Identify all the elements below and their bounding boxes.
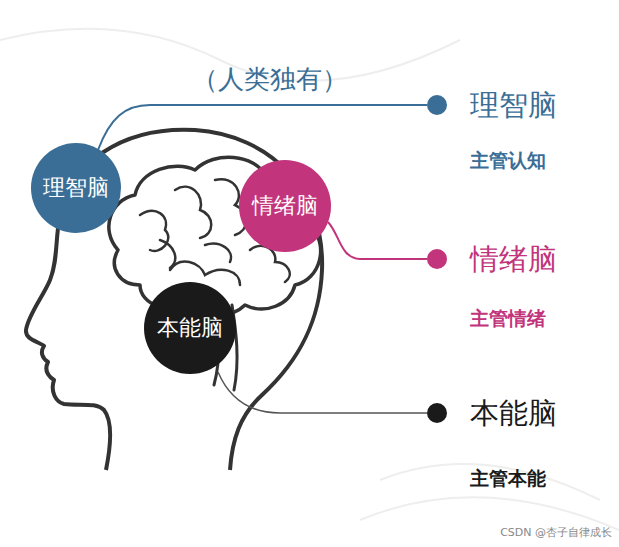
brain-label: 情绪脑	[470, 242, 557, 277]
brain-fold	[160, 240, 175, 268]
brain-label: 主管认知	[470, 149, 546, 172]
leader-dot	[427, 403, 447, 423]
leader-line	[328, 222, 427, 259]
leader-dot	[427, 95, 447, 115]
leader-line	[218, 372, 427, 413]
brain-fold	[140, 211, 168, 251]
brain-circle: 理智脑	[31, 143, 121, 233]
brain-fold	[205, 244, 231, 262]
brain-circle: 本能脑	[144, 282, 236, 374]
circle-label: 情绪脑	[252, 191, 318, 221]
leader-dot	[427, 249, 447, 269]
brain-label: 主管情绪	[470, 307, 546, 330]
brain-fold	[170, 262, 240, 285]
brain-label: 理智脑	[470, 88, 557, 123]
circle-label: 理智脑	[43, 173, 109, 203]
brain-label: 本能脑	[470, 396, 557, 431]
brain-label: 主管本能	[470, 467, 546, 490]
brain-circle: 情绪脑	[239, 160, 331, 252]
swirl	[360, 497, 619, 530]
note-label: （人类独有）	[192, 64, 348, 95]
leader-line	[98, 105, 427, 150]
circle-label: 本能脑	[157, 313, 223, 343]
watermark: CSDN @杏子自律成长	[500, 526, 612, 539]
brain-fold	[175, 187, 211, 238]
swirl	[380, 464, 600, 500]
background-swirls	[0, 29, 619, 530]
